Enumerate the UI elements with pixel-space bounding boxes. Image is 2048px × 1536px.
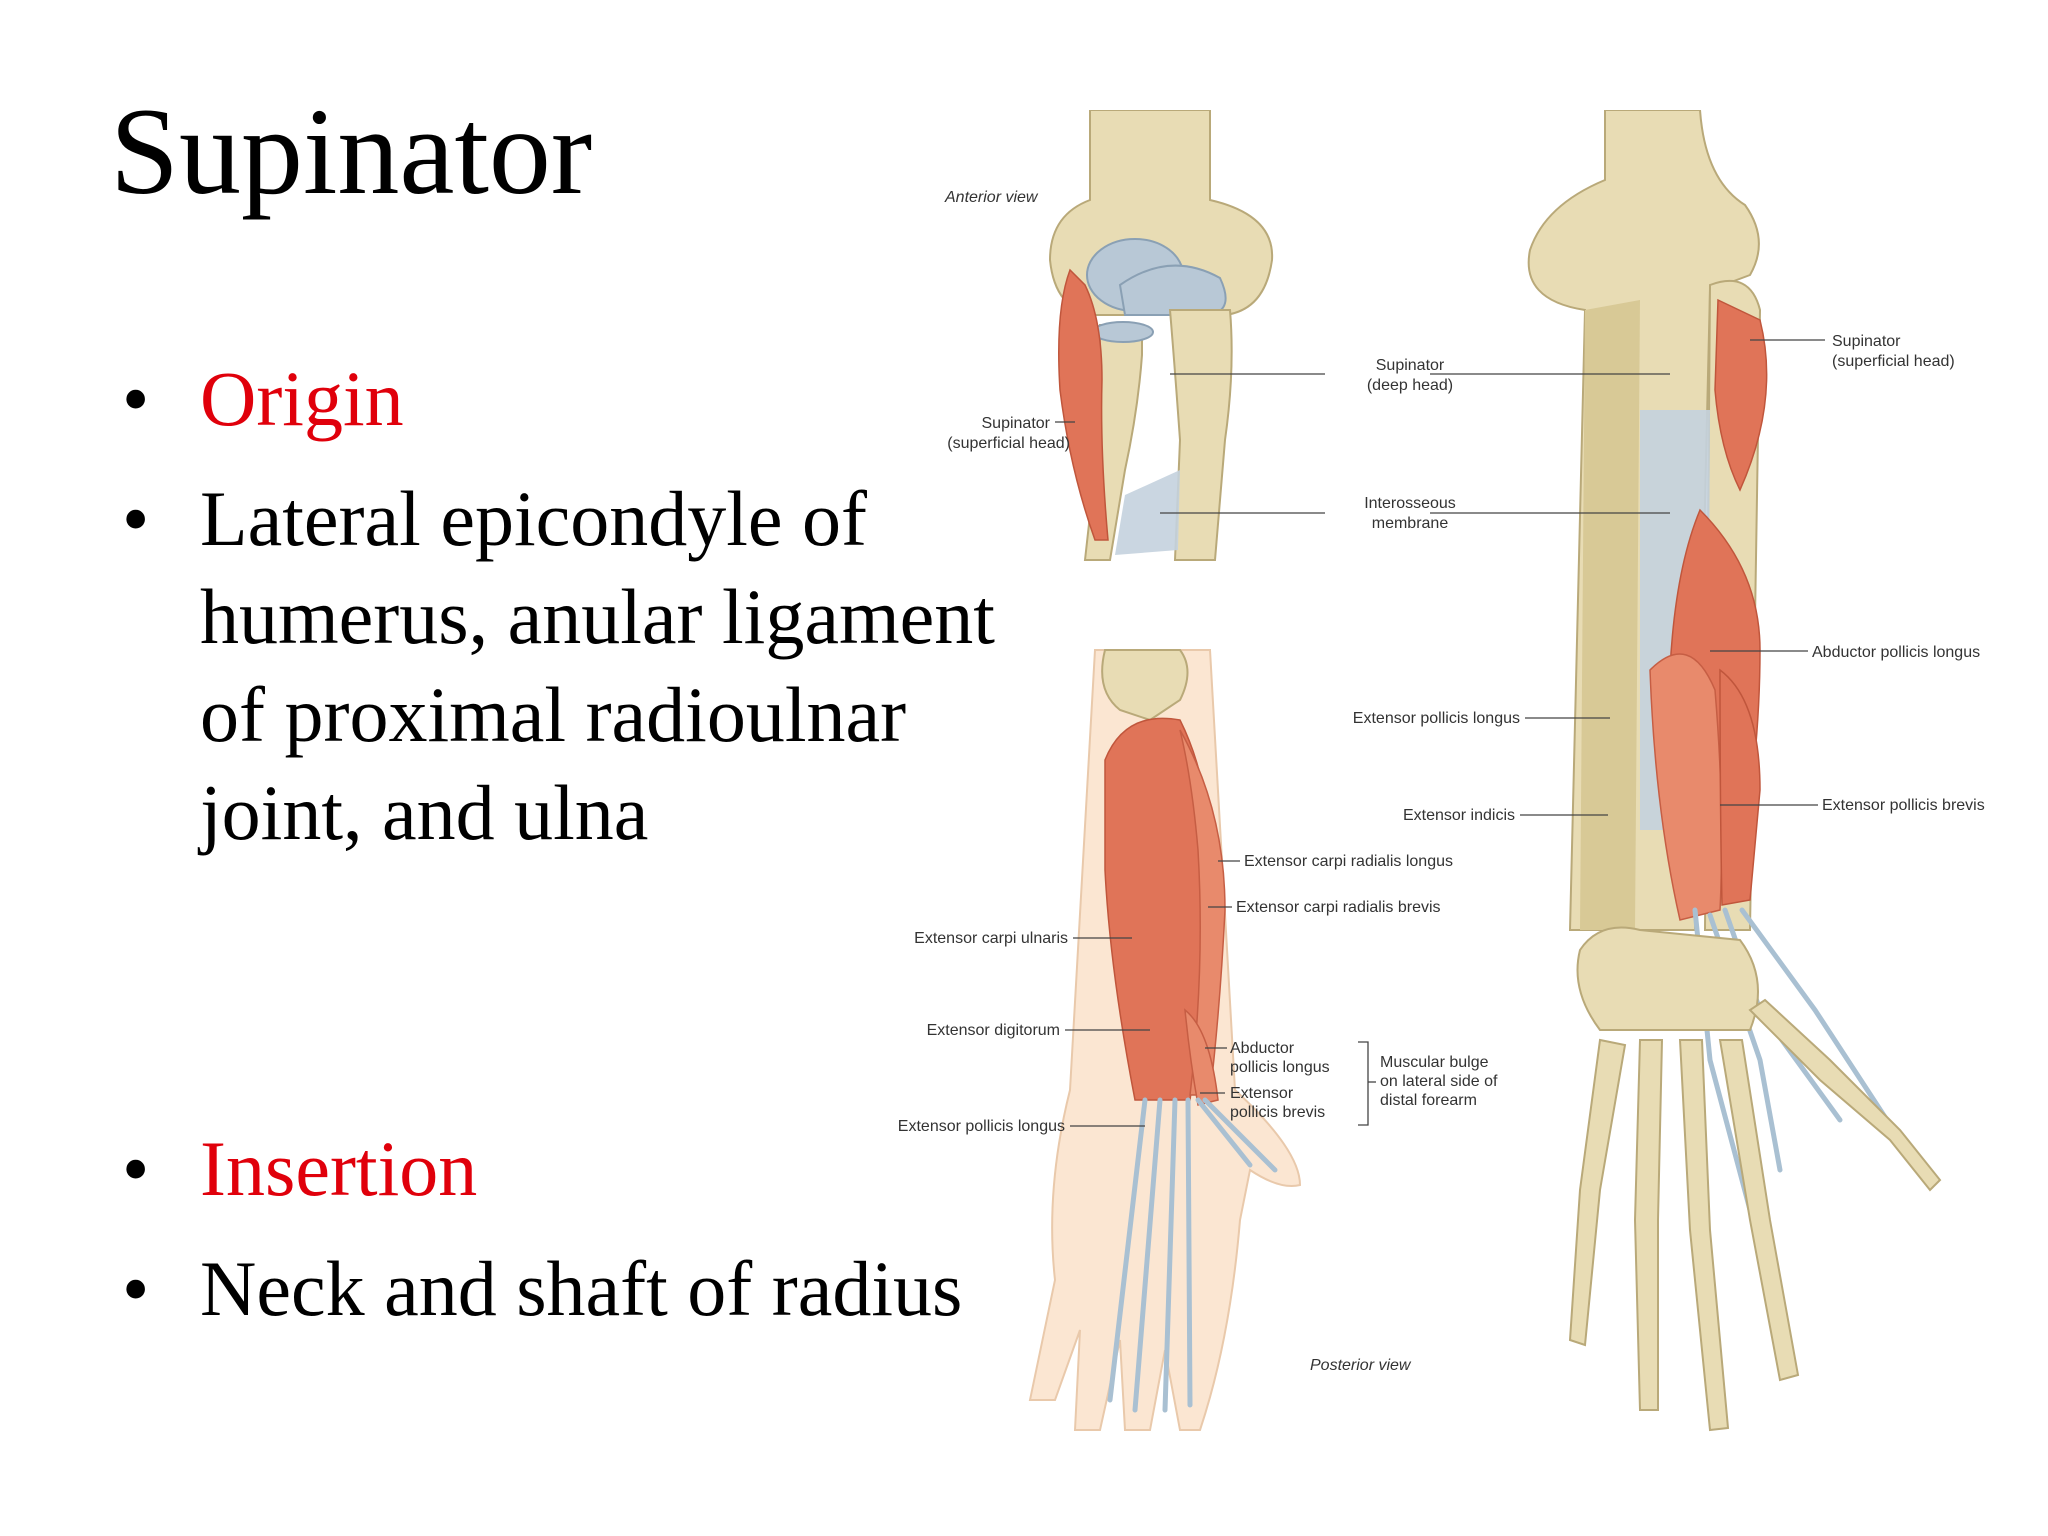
label-interosseous-2: membrane xyxy=(1372,515,1449,532)
bullet-insertion-text: Insertion xyxy=(200,1125,478,1212)
label-supinator-deep-2: (deep head) xyxy=(1367,377,1453,394)
bullet-origin-detail-text: Lateral epicondyle of humerus, anular li… xyxy=(200,470,995,862)
label-supinator-sup-right-2: (superficial head) xyxy=(1832,353,1955,370)
bullet-origin-text: Origin xyxy=(200,355,404,442)
label-bulge-3: distal forearm xyxy=(1380,1092,1477,1109)
label-apl-small-2: pollicis longus xyxy=(1230,1059,1330,1076)
bullet-dot: • xyxy=(122,475,150,562)
origin-line-4: joint, and ulna xyxy=(200,769,649,856)
label-apl-small-1: Abductor xyxy=(1230,1040,1295,1057)
bullet-dot: • xyxy=(122,1245,150,1332)
label-extensor-pollicis-longus-mid: Extensor pollicis longus xyxy=(1353,710,1520,727)
anterior-elbow-drawing xyxy=(1048,110,1274,561)
label-supinator-sup-right-1: Supinator xyxy=(1832,333,1901,350)
label-extensor-indicis: Extensor indicis xyxy=(1403,807,1515,824)
label-extensor-digitorum: Extensor digitorum xyxy=(927,1022,1060,1039)
bullet-dot: • xyxy=(122,355,150,442)
anterior-view-label: Anterior view xyxy=(944,189,1039,206)
bullet-insertion-detail-text: Neck and shaft of radius xyxy=(200,1245,963,1332)
label-extensor-pollicis-brevis: Extensor pollicis brevis xyxy=(1822,797,1985,814)
label-supinator-deep-1: Supinator xyxy=(1376,357,1445,374)
forearm-illustration: Anterior view Posterior view Supinator (… xyxy=(898,110,1985,1432)
slide-title: Supinator xyxy=(110,83,593,220)
origin-line-3: of proximal radioulnar xyxy=(200,671,907,758)
anatomy-figure: Anterior view Posterior view Supinator (… xyxy=(880,110,1990,1450)
label-bulge-2: on lateral side of xyxy=(1380,1073,1498,1090)
label-epb-small-1: Extensor xyxy=(1230,1085,1294,1102)
origin-line-1: Lateral epicondyle of xyxy=(200,475,867,562)
origin-line-2: humerus, anular ligament xyxy=(200,573,995,660)
label-bulge-1: Muscular bulge xyxy=(1380,1054,1489,1071)
label-ecrl: Extensor carpi radialis longus xyxy=(1244,853,1453,870)
label-abductor-pollicis-longus: Abductor pollicis longus xyxy=(1812,644,1980,661)
posterior-view-label: Posterior view xyxy=(1310,1357,1412,1374)
posterior-deep-forearm-drawing xyxy=(1527,110,1942,1432)
label-epb-small-2: pollicis brevis xyxy=(1230,1104,1325,1121)
posterior-forearm-surface-drawing xyxy=(1028,649,1302,1431)
label-ecrb: Extensor carpi radialis brevis xyxy=(1236,899,1441,916)
label-epl-left: Extensor pollicis longus xyxy=(898,1118,1065,1135)
label-interosseous-1: Interosseous xyxy=(1364,495,1456,512)
label-supinator-sup-left-2: (superficial head) xyxy=(947,435,1070,452)
label-ecu: Extensor carpi ulnaris xyxy=(914,930,1068,947)
bullet-dot: • xyxy=(122,1125,150,1212)
label-supinator-sup-left-1: Supinator xyxy=(982,415,1051,432)
